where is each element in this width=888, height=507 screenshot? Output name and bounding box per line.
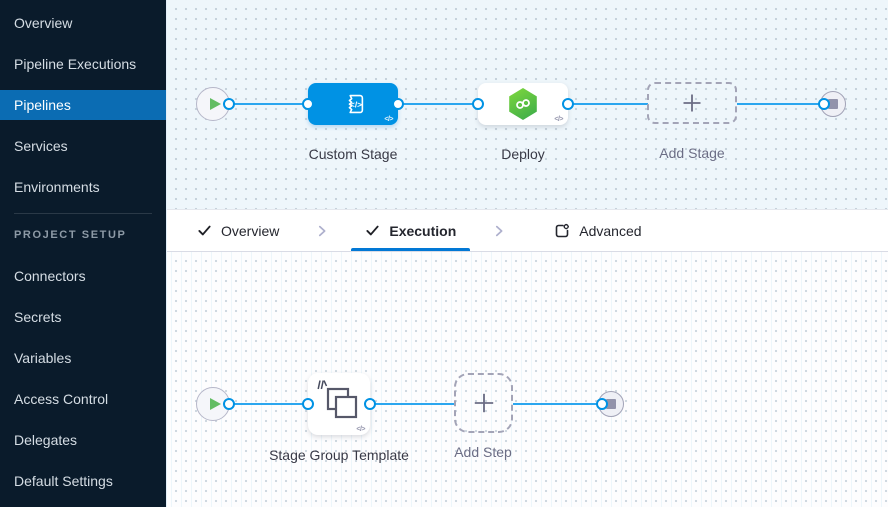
stage-config-tabbar: Overview Execution [167,209,888,252]
template-code-glyph: </> [356,426,365,433]
connector-port[interactable] [223,398,235,410]
connector-port[interactable] [302,398,314,410]
sidebar-item-connectors[interactable]: Connectors [14,268,86,284]
sidebar-item-pipeline-executions[interactable]: Pipeline Executions [14,56,137,72]
execution-graph-canvas[interactable]: </> Stage Group Template Add Step [167,252,888,507]
edge [737,103,825,105]
chevron-right-icon [315,224,329,238]
connector-port[interactable] [818,98,830,110]
sidebar-item-overview[interactable]: Overview [14,15,73,31]
sidebar-item-variables[interactable]: Variables [14,350,72,366]
sidebar-item-pipelines[interactable]: Pipelines [0,90,166,120]
connector-port[interactable] [472,98,484,110]
sidebar-item-default-settings[interactable]: Default Settings [14,473,113,489]
deploy-stage-node[interactable]: </> [478,83,568,125]
plus-icon [474,393,493,413]
template-code-glyph: </> [384,116,393,123]
check-icon [366,225,379,236]
add-step-button[interactable] [454,373,513,433]
connector-port[interactable] [392,98,404,110]
custom-stage-node[interactable]: </> </> [308,83,398,125]
plus-icon [683,94,701,112]
check-icon [198,225,211,236]
edge [229,103,309,105]
connector-port[interactable] [302,98,314,110]
edge [398,103,479,105]
chevron-right-icon [492,224,506,238]
play-icon [209,98,221,110]
tab-label: Execution [389,222,457,239]
pipeline-studio-main: </> </> </> [166,0,888,507]
sidebar-item-environments[interactable]: Environments [14,179,100,195]
connector-port[interactable] [364,398,376,410]
add-stage-button[interactable] [647,82,737,124]
active-tab-underline [351,248,471,251]
stage-label: Deploy [501,146,545,162]
advanced-settings-icon [555,223,570,237]
sidebar-item-services[interactable]: Services [14,138,68,154]
add-stage-label: Add Stage [659,145,725,161]
custom-stage-icon: </> [348,94,364,114]
svg-text:</>: </> [350,99,362,109]
tab-label: Overview [221,222,280,239]
edge [229,403,309,405]
cd-hexagon-icon [509,88,537,120]
tab-overview[interactable]: Overview [183,210,293,251]
connector-port[interactable] [596,398,608,410]
add-step-label: Add Step [454,444,512,460]
stage-group-icon [326,387,358,419]
tab-advanced[interactable]: Advanced [540,210,655,251]
connector-port[interactable] [562,98,574,110]
connector-port[interactable] [223,98,235,110]
sidebar-section-project-setup: PROJECT SETUP [14,229,127,241]
edge [513,403,603,405]
stop-icon [828,99,838,109]
stage-group-template-node[interactable]: </> [308,373,370,435]
template-badge-icon [317,380,328,390]
sidebar-divider [14,213,152,214]
edge [370,403,454,405]
sidebar-item-delegates[interactable]: Delegates [14,432,78,448]
sidebar-item-secrets[interactable]: Secrets [14,309,62,325]
stage-label: Custom Stage [308,146,398,162]
tab-execution[interactable]: Execution [351,210,471,251]
step-label: Stage Group Template [269,447,409,463]
tab-label: Advanced [579,222,642,239]
stage-graph-canvas[interactable]: </> </> </> [167,0,888,209]
template-code-glyph: </> [554,116,563,123]
sidebar-item-access-control[interactable]: Access Control [14,391,109,407]
sidebar: Overview Pipeline Executions Pipelines S… [0,0,166,507]
edge [568,103,648,105]
play-icon [209,398,221,410]
stop-icon [606,399,616,409]
